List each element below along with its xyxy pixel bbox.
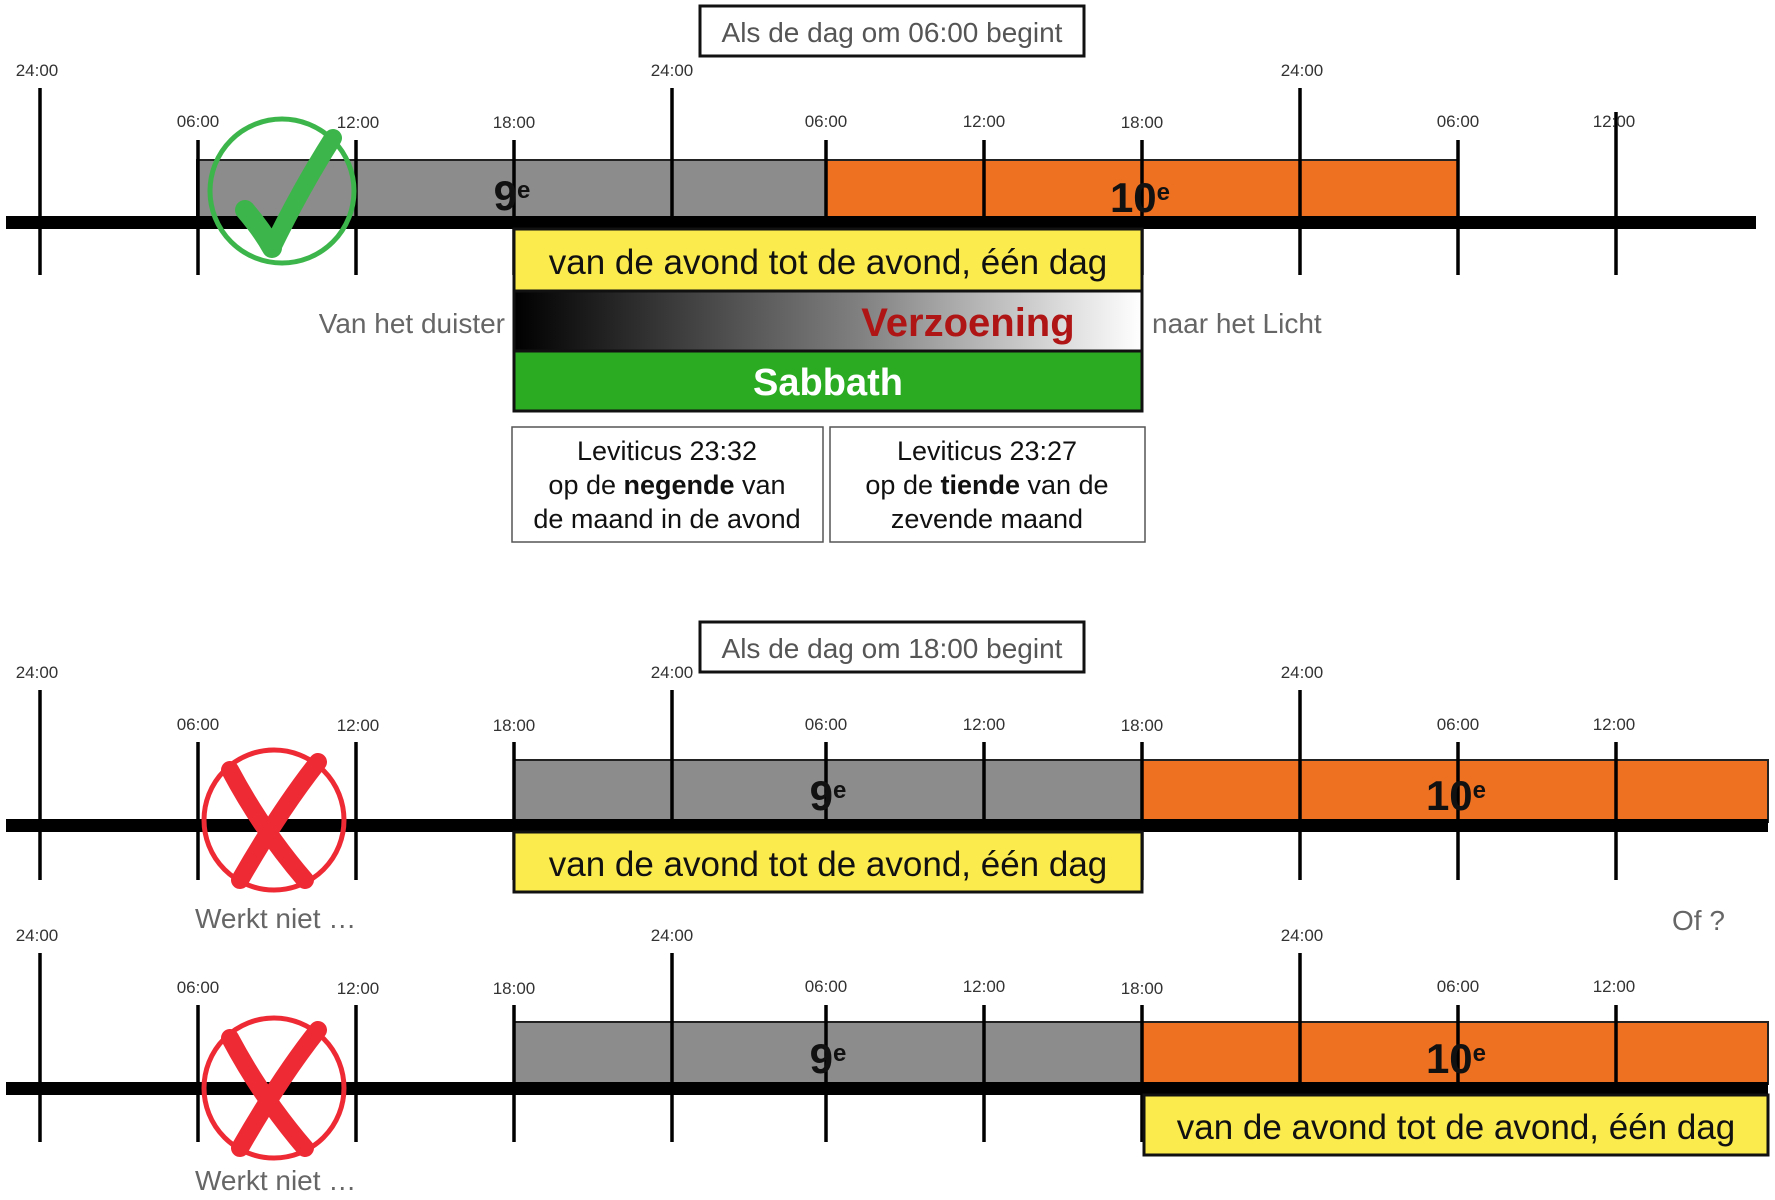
evening-to-evening-box xyxy=(1142,1093,1770,1157)
day-10-label: 10e xyxy=(1110,174,1170,221)
timeline-axis xyxy=(6,819,1768,832)
tick-label: 06:00 xyxy=(177,715,220,734)
checkmark-icon xyxy=(207,116,357,266)
sabbath-label: Sabbath xyxy=(753,362,903,404)
reference-box-lev-23-27 xyxy=(829,426,1146,543)
evening-to-evening-label: van de avond tot de avond, één dag xyxy=(549,243,1108,282)
reference-line: op de tiende van de xyxy=(865,470,1108,500)
tick-label: 18:00 xyxy=(493,113,536,132)
reference-title: Leviticus 23:27 xyxy=(897,436,1077,466)
day-9-bar xyxy=(513,759,1143,823)
scenario-header-box xyxy=(698,620,1086,674)
reference-line: op de negende van xyxy=(548,470,785,500)
tick-label: 24:00 xyxy=(651,61,694,80)
day-9-label: 9e xyxy=(810,1035,847,1082)
tick-label: 12:00 xyxy=(337,113,380,132)
reference-title: Leviticus 23:32 xyxy=(577,436,757,466)
tick-label: 06:00 xyxy=(1437,112,1480,131)
tick-label: 06:00 xyxy=(1437,715,1480,734)
evening-to-evening-label: van de avond tot de avond, één dag xyxy=(1177,1108,1736,1147)
tick-label: 06:00 xyxy=(805,112,848,131)
day-9-label: 9e xyxy=(494,172,531,219)
tick-label: 24:00 xyxy=(651,926,694,945)
tick-label: 12:00 xyxy=(1593,977,1636,996)
timeline-axis xyxy=(6,1082,1768,1095)
cross-icon xyxy=(201,747,347,893)
day-10-label: 10e xyxy=(1426,772,1486,819)
dark-to-light-band xyxy=(512,289,1144,353)
tick-label: 18:00 xyxy=(493,716,536,735)
question-label: Of ? xyxy=(1672,905,1725,936)
scenario-header-box xyxy=(698,4,1086,58)
tick-label: 06:00 xyxy=(177,978,220,997)
tick-label: 18:00 xyxy=(1121,113,1164,132)
reference-line: zevende maand xyxy=(891,504,1083,534)
tick-label: 18:00 xyxy=(493,979,536,998)
reference-box-lev-23-32 xyxy=(511,426,824,543)
tick-label: 12:00 xyxy=(1593,715,1636,734)
tick-label: 24:00 xyxy=(16,61,59,80)
tick-label: 12:00 xyxy=(963,977,1006,996)
tick-label: 12:00 xyxy=(337,716,380,735)
timeline-axis xyxy=(6,216,1756,229)
does-not-work-note: Werkt niet … xyxy=(195,903,356,934)
cross-icon xyxy=(201,1015,347,1161)
tick-label: 24:00 xyxy=(1281,663,1324,682)
atonement-label: Verzoening xyxy=(861,301,1074,345)
tick-label: 18:00 xyxy=(1121,716,1164,735)
tick-label: 24:00 xyxy=(1281,61,1324,80)
day-9-label: 9e xyxy=(810,772,847,819)
sabbath-bar xyxy=(512,349,1144,413)
day-10-bar xyxy=(1141,759,1769,823)
tick-label: 06:00 xyxy=(177,112,220,131)
to-light-label: naar het Licht xyxy=(1152,308,1322,339)
does-not-work-note: Werkt niet … xyxy=(195,1165,356,1196)
day-10-bar xyxy=(1141,1021,1769,1085)
tick-label: 12:00 xyxy=(1593,112,1636,131)
tick-label: 06:00 xyxy=(1437,977,1480,996)
tick-label: 12:00 xyxy=(963,715,1006,734)
tick-label: 24:00 xyxy=(16,926,59,945)
scenario-18-00-b: 24:00 06:00 12:00 18:00 24:00 06:00 12:0… xyxy=(6,926,1770,1196)
tick-label: 18:00 xyxy=(1121,979,1164,998)
evening-to-evening-label: van de avond tot de avond, één dag xyxy=(549,845,1108,884)
tick-label: 12:00 xyxy=(963,112,1006,131)
tick-label: 06:00 xyxy=(805,715,848,734)
tick-label: 24:00 xyxy=(651,663,694,682)
scenario-06-00: Als de dag om 06:00 begint 24:00 06:00 1… xyxy=(6,4,1756,543)
scenario-18-00-a: Als de dag om 18:00 begint 24:00 06:00 1… xyxy=(6,620,1769,934)
from-darkness-label: Van het duister xyxy=(319,308,505,339)
day-10-label: 10e xyxy=(1426,1035,1486,1082)
scenario-header: Als de dag om 18:00 begint xyxy=(722,633,1063,664)
reference-line: de maand in de avond xyxy=(533,504,800,534)
tick-label: 24:00 xyxy=(16,663,59,682)
tick-label: 06:00 xyxy=(805,977,848,996)
tick-label: 24:00 xyxy=(1281,926,1324,945)
scenario-header: Als de dag om 06:00 begint xyxy=(722,17,1063,48)
evening-to-evening-box xyxy=(512,830,1144,894)
tick-label: 12:00 xyxy=(337,979,380,998)
